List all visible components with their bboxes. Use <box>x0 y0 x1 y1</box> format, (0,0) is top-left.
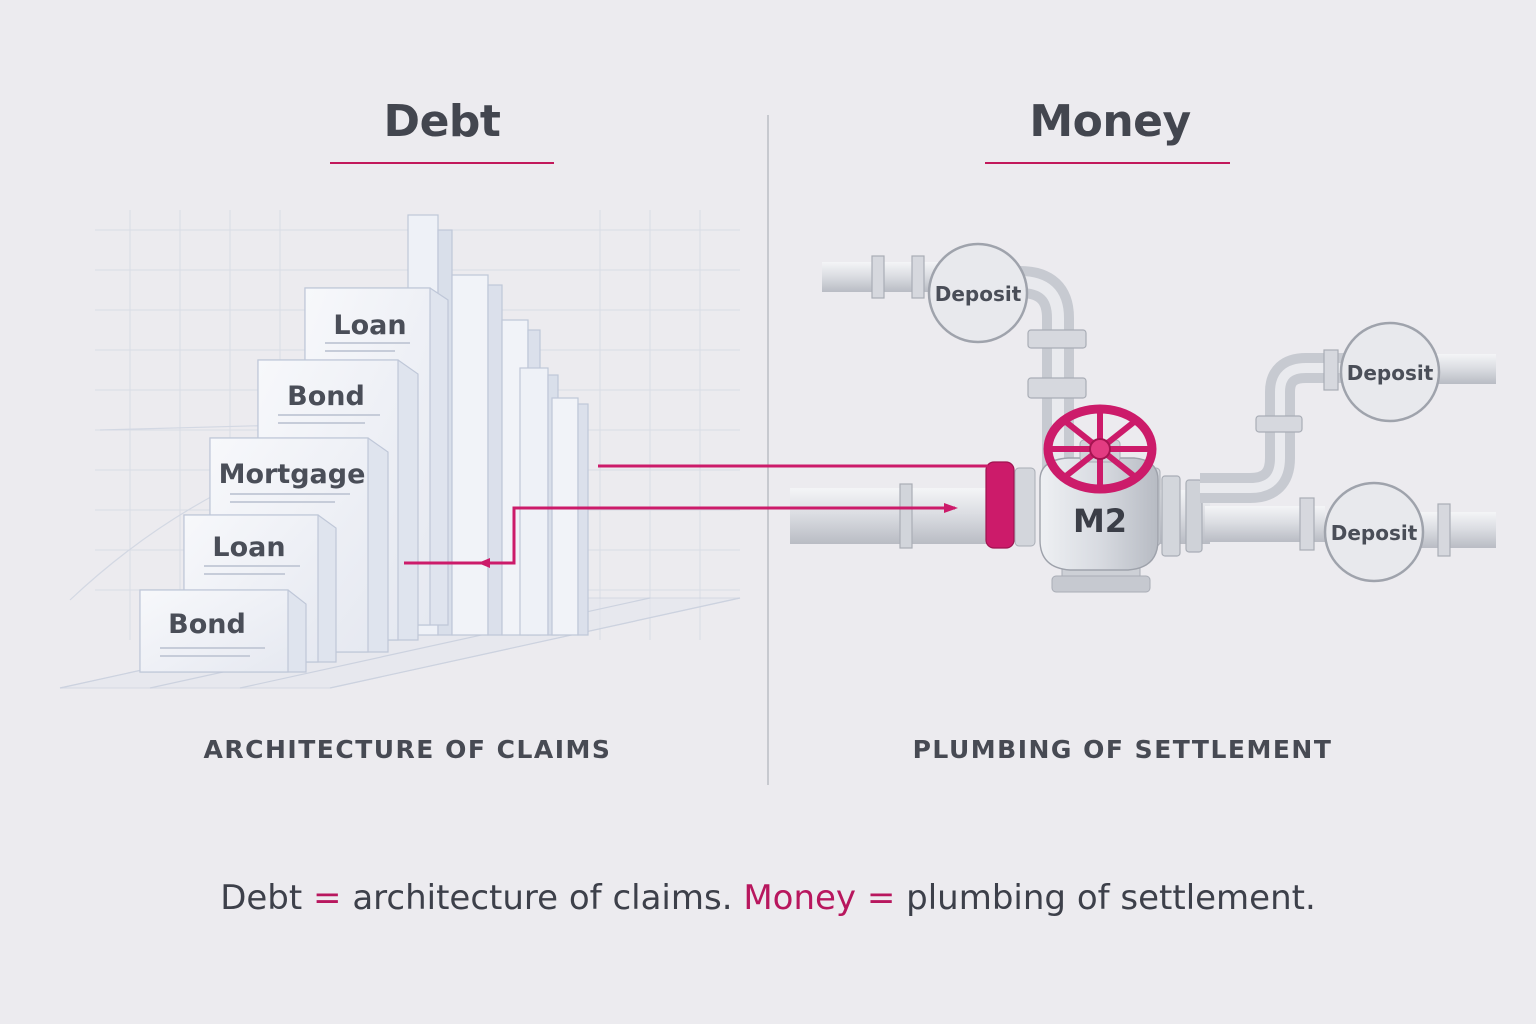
money-heading: Money <box>1029 96 1191 147</box>
block-label-loan-2: Loan <box>212 532 285 563</box>
valve-handwheel-icon <box>1043 404 1157 494</box>
claim-blocks <box>139 287 449 673</box>
footer-money-definition: plumbing of settlement. <box>906 878 1316 918</box>
gauge-label-deposit-1: Deposit <box>935 282 1022 306</box>
footer-debt: Debt <box>220 878 303 918</box>
block-label-loan-top: Loan <box>333 310 406 341</box>
block-bond-1 <box>139 589 307 673</box>
center-divider <box>767 115 769 785</box>
footer-equals-2: = <box>856 878 907 918</box>
footer-caption: Debt = architecture of claims. Money = p… <box>0 878 1536 918</box>
money-heading-underline <box>985 162 1230 164</box>
block-label-mortgage: Mortgage <box>219 459 366 490</box>
debt-subtitle: ARCHITECTURE OF CLAIMS <box>203 735 612 764</box>
footer-money: Money <box>743 878 857 918</box>
gauge-label-deposit-3: Deposit <box>1331 521 1418 545</box>
valve-label: M2 <box>1073 502 1127 540</box>
gauge-label-deposit-2: Deposit <box>1347 361 1434 385</box>
debt-heading: Debt <box>383 96 501 147</box>
block-label-bond-2: Bond <box>287 381 365 412</box>
money-subtitle: PLUMBING OF SETTLEMENT <box>912 735 1333 764</box>
footer-debt-definition: architecture of claims. <box>352 878 744 918</box>
deposit-gauges <box>927 242 1441 583</box>
debt-heading-underline <box>330 162 554 164</box>
block-label-bond-1: Bond <box>168 609 246 640</box>
debt-to-money-connectors <box>404 464 988 568</box>
footer-equals-1: = <box>302 878 353 918</box>
